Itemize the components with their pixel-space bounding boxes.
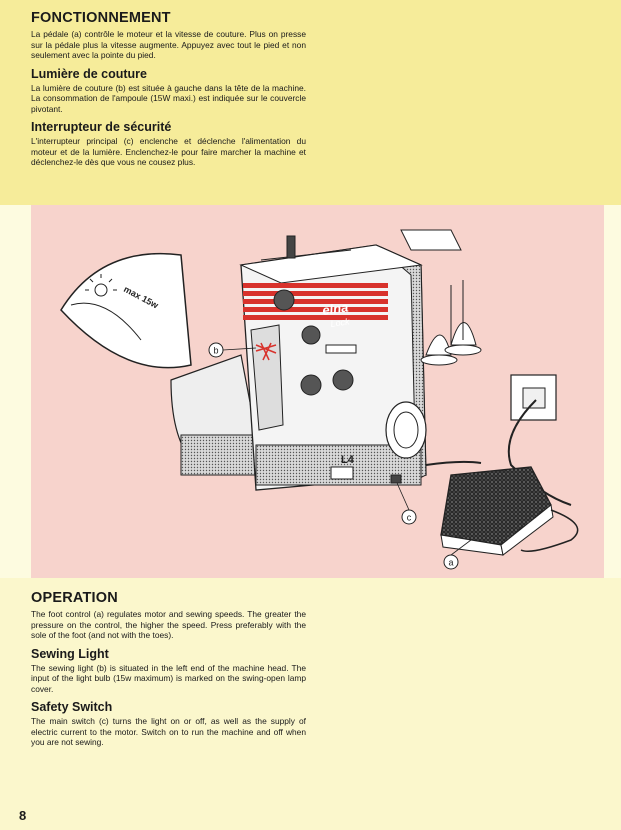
english-heading: OPERATION <box>31 590 118 606</box>
english-light-heading: Sewing Light <box>31 646 109 661</box>
callout-c: c <box>396 482 417 525</box>
bottom-band <box>0 578 621 830</box>
brand-logo: elna <box>321 299 349 317</box>
callout-b: b <box>208 342 257 358</box>
french-intro: La pédale (a) contrôle le moteur et la v… <box>31 29 306 60</box>
label-a: a <box>448 558 453 568</box>
foot-pedal <box>440 466 554 556</box>
wall-outlet <box>510 374 557 421</box>
callout-a: a <box>443 539 472 570</box>
safety-switch <box>390 474 402 484</box>
english-section: OPERATION The foot control (a) regulates… <box>31 590 306 748</box>
light-bulb-icon <box>85 274 117 297</box>
french-heading: FONCTIONNEMENT <box>31 10 171 26</box>
machine-illustration: max 15w elna Lock <box>31 205 604 578</box>
red-stripe-band <box>243 283 388 320</box>
top-band <box>0 0 621 205</box>
label-c: c <box>407 513 412 523</box>
french-switch-heading: Interrupteur de sécurité <box>31 120 172 134</box>
english-intro: The foot control (a) regulates motor and… <box>31 609 306 640</box>
english-light-text: The sewing light (b) is situated in the … <box>31 662 306 694</box>
brand-sub: Lock <box>330 316 351 329</box>
machine-drawing: max 15w elna Lock <box>60 229 579 570</box>
label-b: b <box>213 346 218 356</box>
french-switch-text: L'interrupteur principal (c) enclenche e… <box>31 136 306 167</box>
lamp-cover-detail: max 15w <box>60 252 192 369</box>
french-light-text: La lumière de couture (b) est située à g… <box>31 82 306 114</box>
english-switch-text: The main switch (c) turns the light on o… <box>31 716 306 747</box>
model-label: L4 <box>341 454 355 466</box>
french-light-heading: Lumière de couture <box>31 66 147 81</box>
english-switch-heading: Safety Switch <box>31 700 113 714</box>
french-section: FONCTIONNEMENT La pédale (a) contrôle le… <box>31 10 306 168</box>
page-number: 8 <box>19 808 27 823</box>
